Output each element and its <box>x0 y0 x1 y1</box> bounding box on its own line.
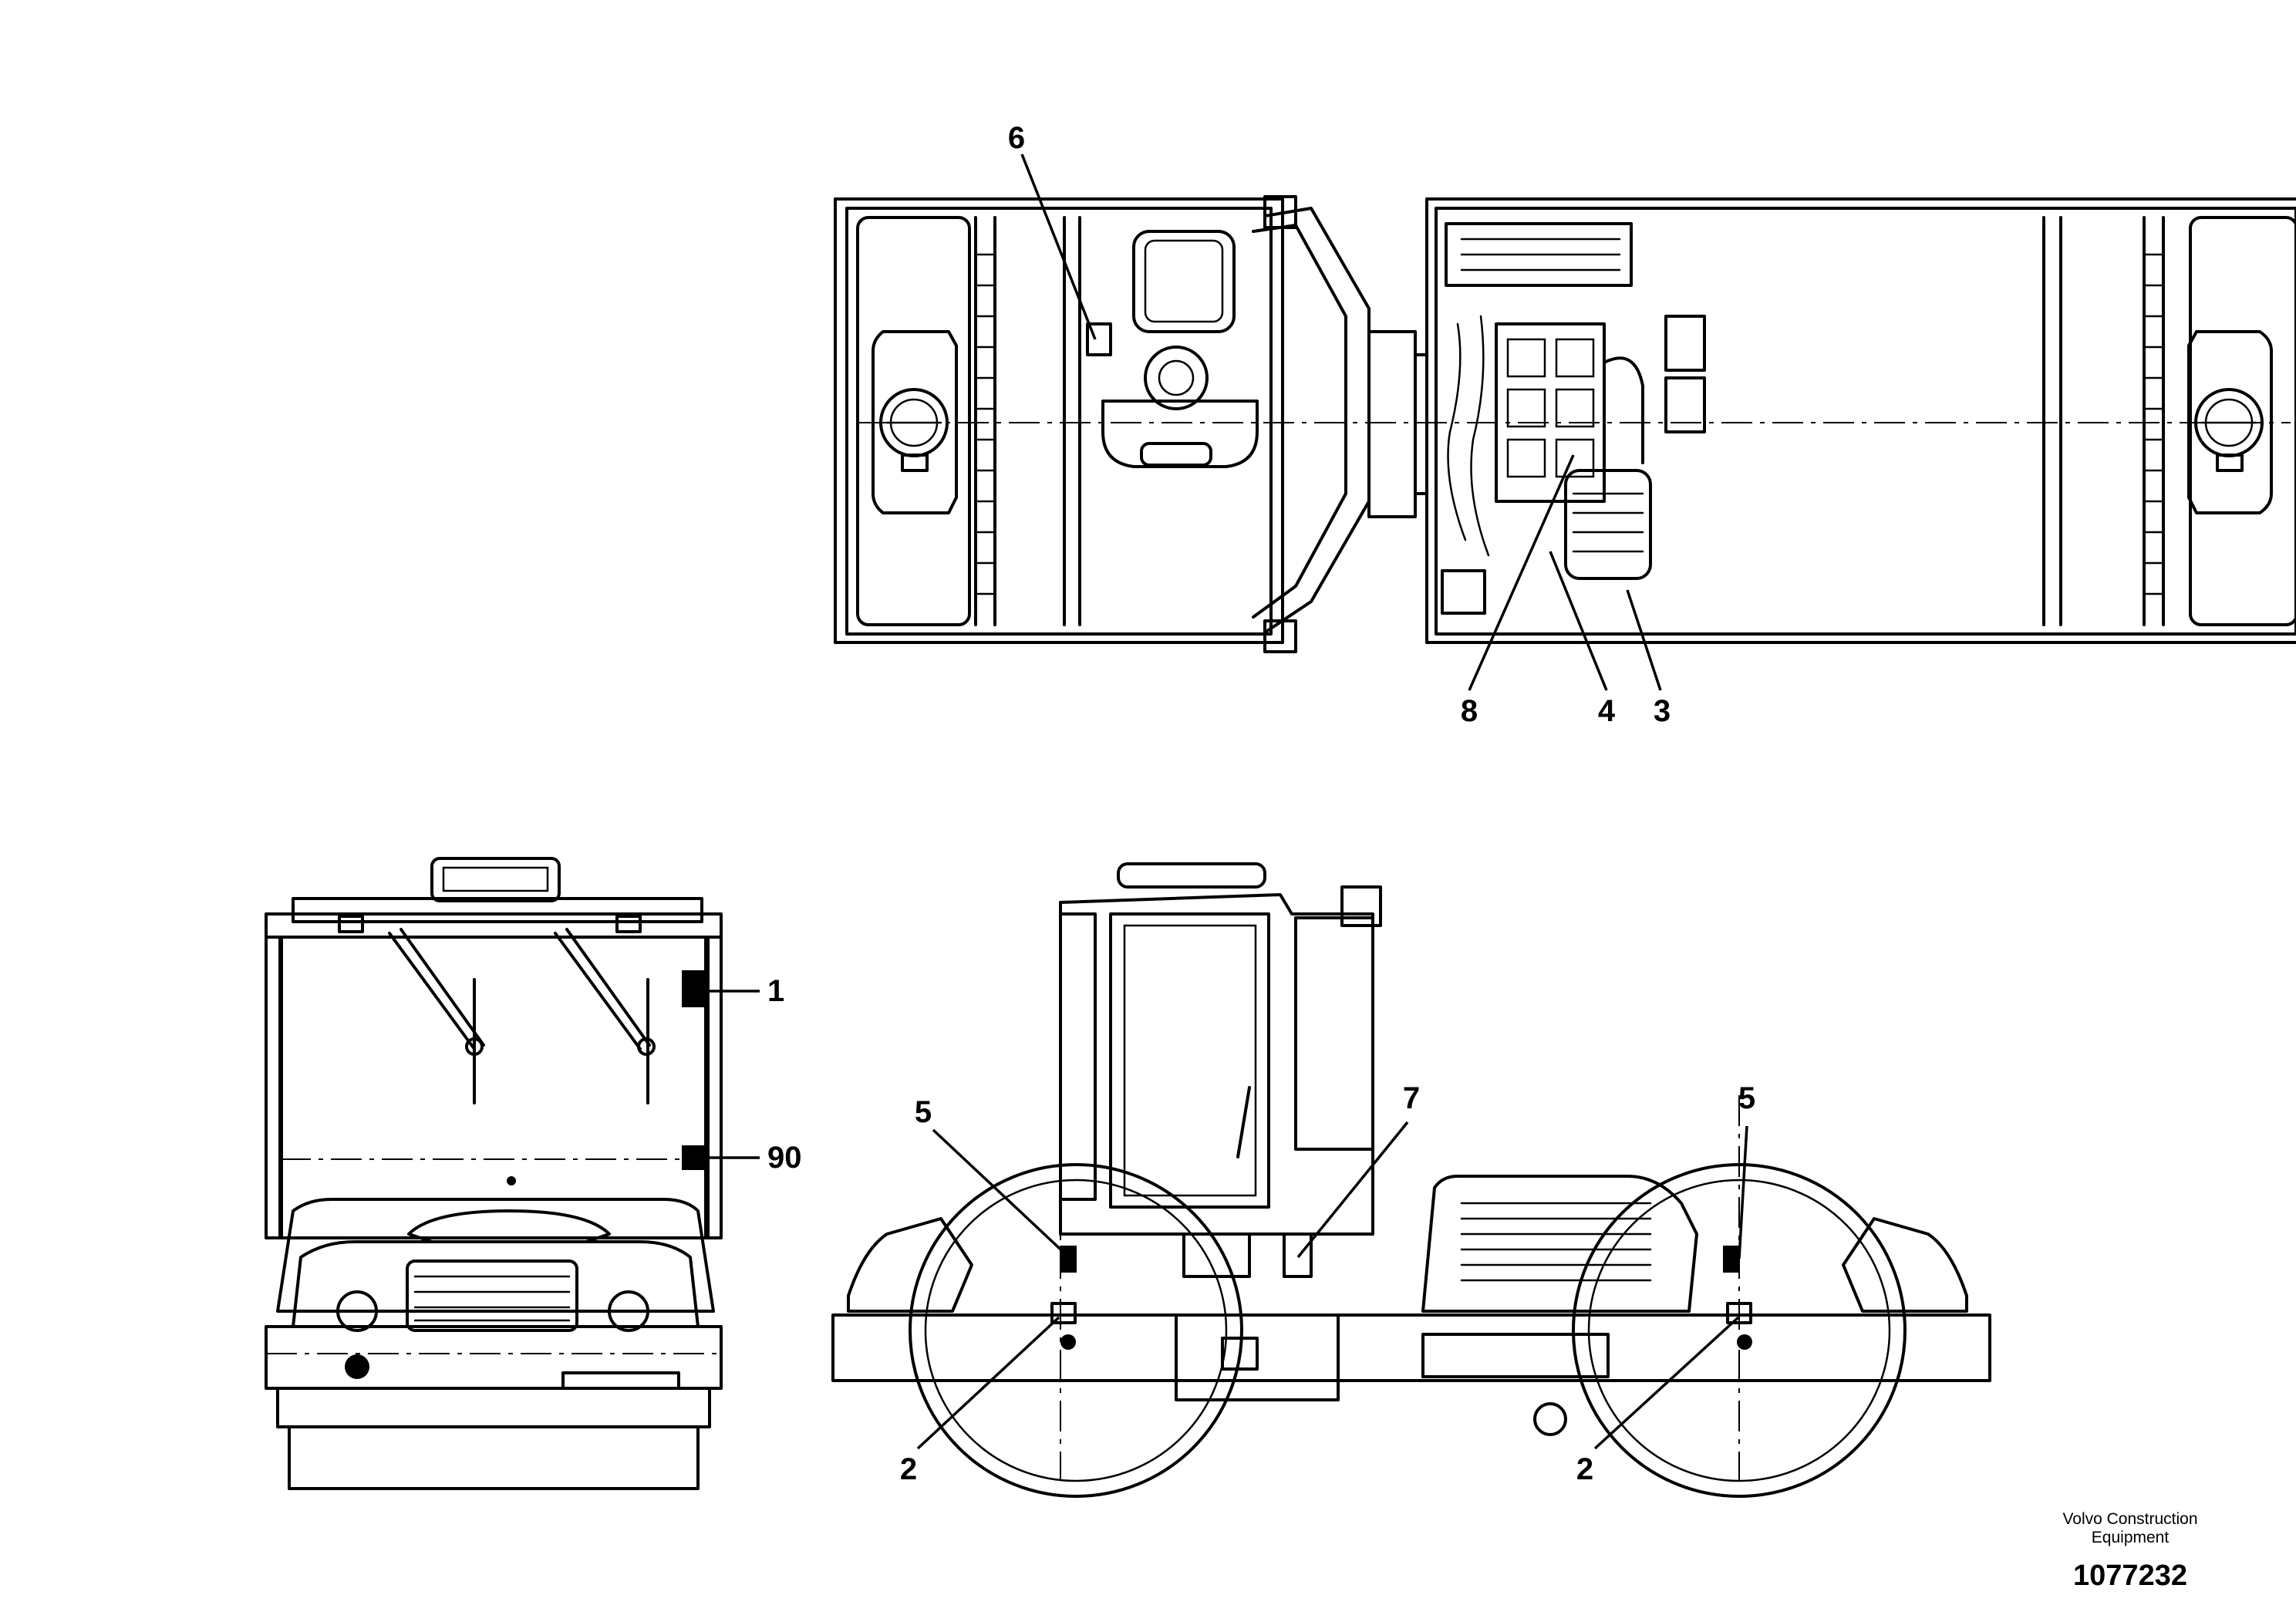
credit-line-2: Equipment <box>2091 1529 2170 1546</box>
top-view <box>834 195 2296 653</box>
callout-3: 3 <box>1654 694 1671 728</box>
callout-4: 4 <box>1598 694 1616 728</box>
front-view <box>265 857 723 1490</box>
side-view <box>831 862 1991 1498</box>
document-number: 1077232 <box>2073 1560 2187 1592</box>
callout-5-right: 5 <box>1738 1081 1755 1115</box>
callout-2-right: 2 <box>1576 1452 1593 1486</box>
callout-90: 90 <box>767 1141 802 1175</box>
callout-7: 7 <box>1403 1081 1420 1115</box>
callout-leaders <box>708 153 1748 1450</box>
callout-5-left: 5 <box>915 1095 932 1129</box>
callout-2-left: 2 <box>900 1452 917 1486</box>
manufacturer-credit: Volvo Construction Equipment <box>2007 1510 2254 1547</box>
callout-6: 6 <box>1008 121 1025 155</box>
callout-8: 8 <box>1461 694 1478 728</box>
credit-line-1: Volvo Construction <box>2062 1510 2198 1528</box>
callout-1: 1 <box>767 974 784 1008</box>
